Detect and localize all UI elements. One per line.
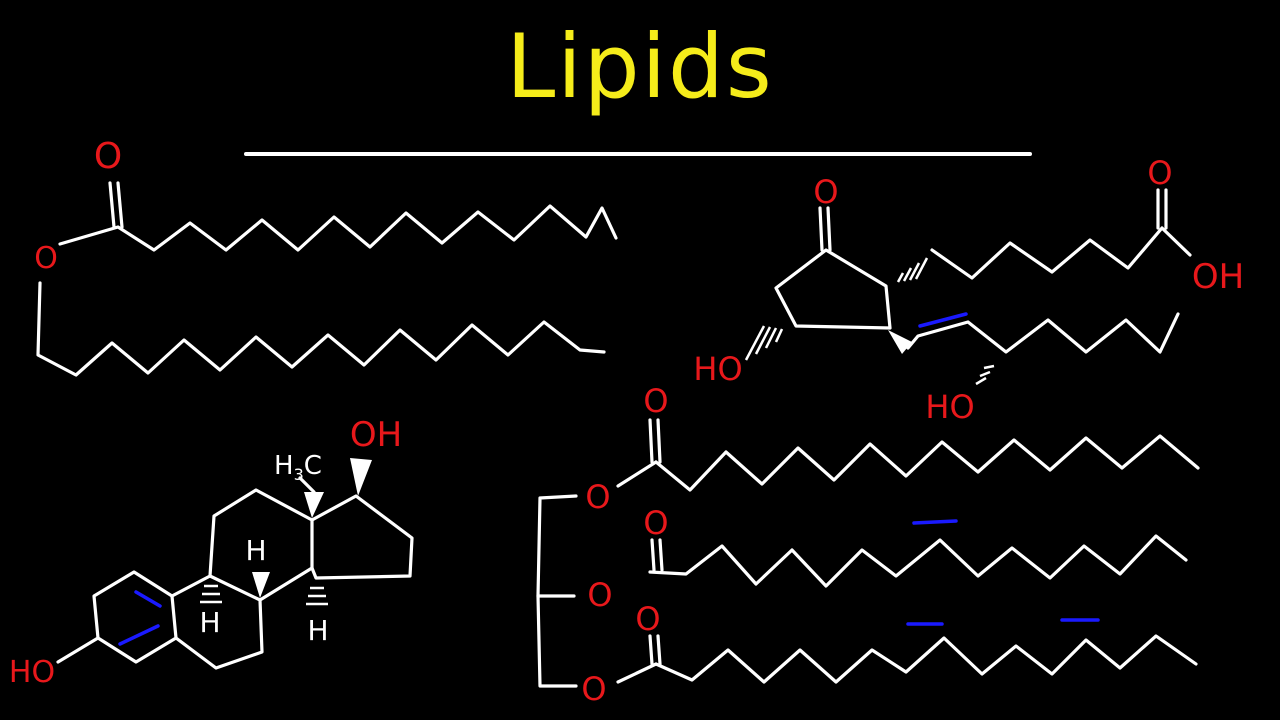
- steroid-hydrogen: H: [245, 534, 266, 567]
- wedge-bond: [252, 572, 270, 598]
- hash-bond: [979, 370, 991, 378]
- steroid-ring-a: [92, 570, 178, 664]
- prostaglandin-ring-hydroxyl: HO: [693, 350, 742, 388]
- ester-bond: [616, 460, 658, 488]
- title: Lipids: [506, 15, 774, 118]
- steroid-hydroxyl-left: HO: [9, 655, 55, 690]
- hash-bond: [908, 262, 921, 281]
- hash-bond: [774, 328, 784, 343]
- wedge-bond: [350, 458, 372, 496]
- wedge-bond: [304, 492, 324, 518]
- carbonyl-bond: [658, 538, 664, 572]
- wax-ester-carbonyl-bond: [108, 181, 116, 229]
- triglyceride-carbonyl-oxygen: O: [635, 600, 660, 638]
- wax-ester-ester-oxygen: O: [34, 241, 58, 276]
- carbonyl-bond: [648, 418, 654, 464]
- double-bond-marker: [918, 312, 968, 328]
- prostaglandin-ring: [774, 248, 892, 330]
- glycerol-backbone: [536, 494, 578, 598]
- wax-ester-carbonyl-bond: [116, 181, 124, 229]
- fatty-acid-chain-3: [654, 634, 1198, 684]
- steroid-ring-c: [208, 488, 314, 602]
- steroid: OH H3C HO H H H: [9, 415, 414, 690]
- carbonyl-bond: [650, 538, 656, 572]
- carbonyl-bond: [656, 418, 662, 464]
- carbonyl-bond: [648, 634, 654, 666]
- steroid-methyl-bond: [298, 476, 316, 494]
- prostaglandin-ketone-oxygen: O: [813, 173, 838, 211]
- wax-ester: O O: [34, 136, 618, 377]
- steroid-ho-bond: [56, 636, 100, 664]
- prostaglandin-lower-chain: [906, 312, 1180, 354]
- hash-bond: [983, 364, 995, 370]
- glycerol-backbone: [536, 594, 578, 688]
- steroid-methyl: H3C: [274, 451, 322, 484]
- steroid-hydrogen: H: [307, 614, 328, 647]
- prostaglandin-chain-hydroxyl: HO: [925, 388, 974, 426]
- prostaglandin-ketone-bond: [818, 206, 824, 252]
- prostaglandin-acid-oxygen: O: [1147, 154, 1172, 192]
- hash-bond: [744, 325, 766, 361]
- prostaglandin-acid-hydroxyl: OH: [1192, 257, 1244, 297]
- triglyceride-carbonyl-oxygen: O: [643, 504, 668, 542]
- prostaglandin: O O OH HO HO: [693, 154, 1244, 426]
- wedge-bond: [888, 330, 912, 354]
- wax-ester-acyl-chain: [58, 204, 618, 252]
- hash-bond: [754, 326, 772, 355]
- ester-bond: [616, 662, 658, 684]
- steroid-hydroxyl-top: OH: [350, 415, 402, 455]
- steroid-ring-d: [310, 494, 414, 580]
- steroid-ring-b: [170, 574, 264, 670]
- triglyceride-ester-oxygen: O: [581, 670, 606, 708]
- hash-bond: [975, 376, 987, 386]
- prostaglandin-ketone-bond: [826, 206, 832, 252]
- prostaglandin-acid-chain: [930, 226, 1192, 280]
- steroid-hydrogen: H: [199, 606, 220, 639]
- triglyceride: O O O O O O: [536, 382, 1200, 708]
- double-bond-marker: [118, 624, 160, 646]
- wax-ester-carbonyl-oxygen: O: [94, 136, 122, 177]
- hash-bond: [902, 267, 913, 282]
- double-bond-marker: [134, 590, 162, 608]
- triglyceride-carbonyl-oxygen: O: [643, 382, 668, 420]
- hash-bond: [764, 327, 778, 349]
- carbonyl-bond: [656, 634, 662, 666]
- fatty-acid-chain-2: [648, 534, 1188, 588]
- triglyceride-ester-oxygen: O: [585, 478, 610, 516]
- triglyceride-ester-oxygen: O: [587, 576, 612, 614]
- double-bond-marker: [912, 519, 958, 525]
- wax-ester-alkyl-chain: [36, 281, 606, 377]
- hash-bond: [896, 272, 905, 283]
- hash-bond: [914, 257, 929, 280]
- fatty-acid-chain-1: [654, 434, 1200, 492]
